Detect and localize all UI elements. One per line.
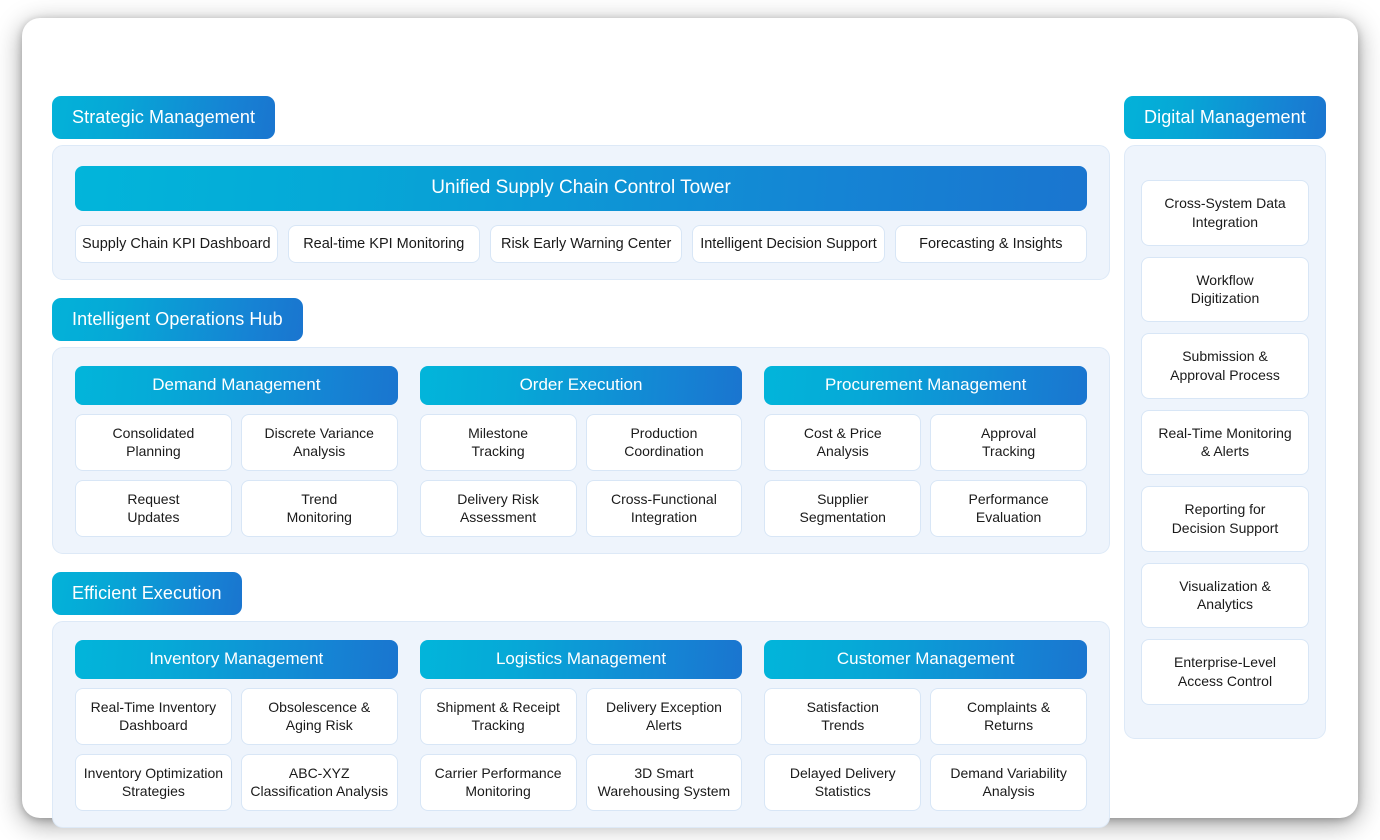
- group-tiles-demand-management: Consolidated Planning Discrete Variance …: [75, 414, 398, 537]
- diagram-frame: Strategic Management Unified Supply Chai…: [22, 18, 1358, 828]
- sidebar-panel-digital-management: Cross-System Data Integration Workflow D…: [1124, 145, 1326, 739]
- group-logistics-management: Logistics Management Shipment & Receipt …: [419, 639, 743, 811]
- tier-strategic-management: Strategic Management Unified Supply Chai…: [52, 96, 1110, 280]
- tile-carrier-performance-monitoring[interactable]: Carrier Performance Monitoring: [419, 753, 577, 811]
- group-demand-management: Demand Management Consolidated Planning …: [75, 366, 398, 537]
- tile-discrete-variance-analysis[interactable]: Discrete Variance Analysis: [240, 414, 398, 471]
- tile-inventory-optimization-strategies[interactable]: Inventory Optimization Strategies: [75, 753, 232, 811]
- tier-efficient-execution: Efficient Execution Inventory Management…: [52, 571, 1110, 828]
- tile-abc-xyz-classification-analysis[interactable]: ABC-XYZ Classification Analysis: [240, 753, 398, 811]
- panel-intelligent-operations-hub: Demand Management Consolidated Planning …: [52, 347, 1110, 554]
- tile-shipment-and-receipt-tracking[interactable]: Shipment & Receipt Tracking: [419, 687, 577, 745]
- tile-approval-tracking[interactable]: Approval Tracking: [930, 414, 1088, 471]
- tile-delivery-risk-assessment[interactable]: Delivery Risk Assessment: [419, 479, 577, 537]
- group-tiles-order-execution: Milestone Tracking Production Coordinati…: [419, 414, 743, 537]
- chip-real-time-kpi-monitoring[interactable]: Real-time KPI Monitoring: [287, 225, 480, 263]
- sidebar-item-submission-and-approval-process[interactable]: Submission & Approval Process: [1141, 333, 1309, 399]
- tile-production-coordination[interactable]: Production Coordination: [585, 414, 743, 471]
- panel-strategic-management: Unified Supply Chain Control Tower Suppl…: [52, 145, 1110, 280]
- tier-intelligent-operations-hub: Intelligent Operations Hub Demand Manage…: [52, 298, 1110, 554]
- chip-intelligent-decision-support[interactable]: Intelligent Decision Support: [692, 225, 885, 263]
- group-customer-management: Customer Management Satisfaction Trends …: [764, 639, 1088, 811]
- tile-delivery-exception-alerts[interactable]: Delivery Exception Alerts: [585, 687, 743, 745]
- tier-title-strategic-management: Strategic Management: [52, 96, 276, 139]
- tile-satisfaction-trends[interactable]: Satisfaction Trends: [764, 687, 922, 745]
- tile-cost-and-price-analysis[interactable]: Cost & Price Analysis: [764, 414, 922, 471]
- group-tiles-customer-management: Satisfaction Trends Complaints & Returns…: [764, 687, 1088, 811]
- sidebar-title-digital-management: Digital Management: [1124, 96, 1326, 139]
- tile-obsolescence-and-aging-risk[interactable]: Obsolescence & Aging Risk: [240, 687, 398, 745]
- tile-performance-evaluation[interactable]: Performance Evaluation: [930, 479, 1088, 537]
- tile-3d-smart-warehousing-system[interactable]: 3D Smart Warehousing System: [585, 753, 743, 811]
- group-order-execution: Order Execution Milestone Tracking Produ…: [419, 366, 743, 537]
- group-inventory-management: Inventory Management Real-Time Inventory…: [75, 639, 398, 811]
- chip-forecasting-and-insights[interactable]: Forecasting & Insights: [894, 225, 1087, 263]
- group-title-logistics-management: Logistics Management: [419, 639, 743, 679]
- tile-supplier-segmentation[interactable]: Supplier Segmentation: [764, 479, 922, 537]
- tile-demand-variability-analysis[interactable]: Demand Variability Analysis: [930, 753, 1088, 811]
- tile-complaints-and-returns[interactable]: Complaints & Returns: [930, 687, 1088, 745]
- sidebar-item-visualization-and-analytics[interactable]: Visualization & Analytics: [1141, 562, 1309, 628]
- sidebar-item-cross-system-data-integration[interactable]: Cross-System Data Integration: [1141, 180, 1309, 246]
- diagram-layout: Strategic Management Unified Supply Chai…: [52, 96, 1332, 834]
- sidebar-item-enterprise-level-access-control[interactable]: Enterprise-Level Access Control: [1141, 639, 1309, 705]
- chip-risk-early-warning-center[interactable]: Risk Early Warning Center: [489, 225, 683, 263]
- tile-consolidated-planning[interactable]: Consolidated Planning: [75, 414, 232, 471]
- group-title-inventory-management: Inventory Management: [75, 639, 398, 679]
- group-tiles-inventory-management: Real-Time Inventory Dashboard Obsolescen…: [75, 687, 398, 811]
- group-title-demand-management: Demand Management: [75, 366, 398, 405]
- group-title-customer-management: Customer Management: [764, 639, 1088, 679]
- group-tiles-procurement-management: Cost & Price Analysis Approval Tracking …: [764, 414, 1088, 537]
- tier-title-efficient-execution: Efficient Execution: [52, 571, 242, 615]
- chip-row-strategic: Supply Chain KPI Dashboard Real-time KPI…: [67, 225, 1095, 265]
- banner-control-tower: Unified Supply Chain Control Tower: [75, 166, 1087, 211]
- tile-trend-monitoring[interactable]: Trend Monitoring: [240, 479, 398, 537]
- group-title-order-execution: Order Execution: [419, 366, 743, 405]
- main-column: Strategic Management Unified Supply Chai…: [52, 96, 1110, 834]
- tile-delayed-delivery-statistics[interactable]: Delayed Delivery Statistics: [764, 753, 922, 811]
- group-procurement-management: Procurement Management Cost & Price Anal…: [764, 366, 1088, 537]
- tile-request-updates[interactable]: Request Updates: [75, 479, 232, 537]
- sidebar-item-workflow-digitization[interactable]: Workflow Digitization: [1141, 256, 1309, 322]
- tier-title-intelligent-operations-hub: Intelligent Operations Hub: [52, 298, 303, 341]
- tile-milestone-tracking[interactable]: Milestone Tracking: [419, 414, 577, 471]
- chip-supply-chain-kpi-dashboard[interactable]: Supply Chain KPI Dashboard: [75, 225, 278, 263]
- tile-cross-functional-integration[interactable]: Cross-Functional Integration: [585, 479, 743, 537]
- sidebar-column: Digital Management Cross-System Data Int…: [1124, 96, 1326, 739]
- group-title-procurement-management: Procurement Management: [764, 366, 1088, 405]
- group-tiles-logistics-management: Shipment & Receipt Tracking Delivery Exc…: [419, 687, 743, 811]
- sidebar-item-reporting-for-decision-support[interactable]: Reporting for Decision Support: [1141, 486, 1309, 552]
- group-row-operations: Demand Management Consolidated Planning …: [67, 362, 1095, 539]
- panel-efficient-execution: Inventory Management Real-Time Inventory…: [52, 620, 1110, 828]
- tile-real-time-inventory-dashboard[interactable]: Real-Time Inventory Dashboard: [75, 687, 232, 745]
- group-row-execution: Inventory Management Real-Time Inventory…: [67, 636, 1095, 813]
- sidebar-item-real-time-monitoring-and-alerts[interactable]: Real-Time Monitoring & Alerts: [1141, 409, 1309, 475]
